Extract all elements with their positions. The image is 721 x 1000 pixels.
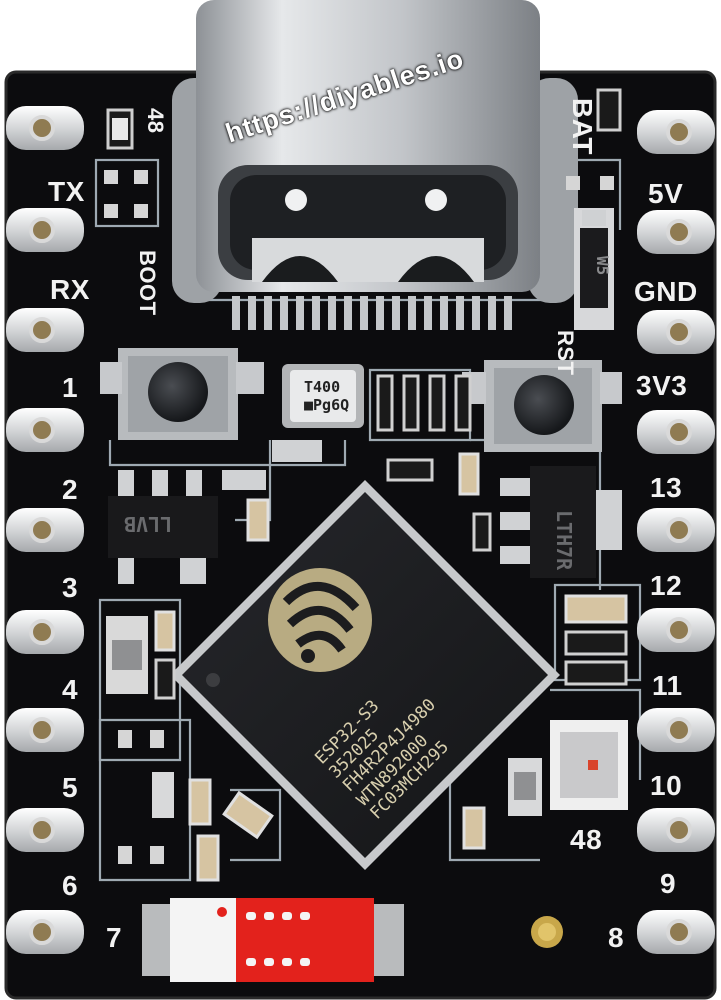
top-right-components: [566, 88, 622, 330]
pin-label-gnd: GND: [634, 276, 698, 307]
left-pad-8: [6, 808, 84, 852]
left-pad-2: [6, 208, 84, 252]
pin-label-3v3: 3V3: [636, 370, 688, 401]
left-pad-3: [6, 308, 84, 352]
top-left-components: [104, 108, 148, 218]
left-edge-pads: [6, 106, 84, 954]
label-top-48: 48: [143, 108, 168, 134]
pin-label-5: 5: [62, 772, 79, 803]
pin-label-4: 4: [62, 674, 79, 705]
right-pad-1: [637, 110, 715, 154]
crystal-marking: T400 ■Pg6Q: [304, 378, 349, 414]
ldo-marking: LTH7R: [552, 510, 576, 571]
bottom-led-connector: [142, 898, 404, 982]
label-rst: RST: [553, 330, 578, 376]
ldo-regulator: [386, 452, 622, 578]
pin-label-3: 3: [62, 572, 79, 603]
left-pad-9: [6, 910, 84, 954]
label-boot: BOOT: [135, 250, 160, 316]
left-pad-7: [6, 708, 84, 752]
voltage-regulator: [108, 440, 322, 584]
boot-button: [100, 348, 264, 440]
pin-label-5v: 5V: [648, 178, 684, 209]
pin-label-12: 12: [650, 570, 683, 601]
right-edge-pads: [637, 110, 715, 954]
crystal: [282, 364, 364, 428]
left-pad-6: [6, 610, 84, 654]
pin-label-9: 9: [660, 868, 677, 899]
left-pad-1: [6, 106, 84, 150]
resistor-array: [376, 374, 472, 432]
left-pad-5: [6, 508, 84, 552]
lower-left-components: [106, 610, 274, 882]
pin-label-1: 1: [62, 372, 79, 403]
right-pad-5: [637, 508, 715, 552]
crystal-line-1: T400: [304, 378, 341, 396]
right-pad-7: [637, 708, 715, 752]
pin-label-tx: TX: [48, 176, 85, 207]
right-pad-6: [637, 608, 715, 652]
right-pad-4: [637, 410, 715, 454]
esp32-s3-chip: [170, 480, 560, 870]
pin-label-rx: RX: [50, 274, 90, 305]
lower-right-components: [462, 594, 628, 948]
pin-label-bat: BAT: [567, 98, 598, 155]
right-pad-9: [637, 910, 715, 954]
pin-label-7: 7: [106, 922, 123, 953]
pin-label-2: 2: [62, 474, 79, 505]
right-pad-3: [637, 310, 715, 354]
left-pad-4: [6, 408, 84, 452]
pin-label-10: 10: [650, 770, 683, 801]
crystal-line-2: ■Pg6Q: [304, 396, 350, 414]
pin-label-13: 13: [650, 472, 683, 503]
regulator-marking: LLVB: [124, 512, 173, 536]
label-led-48: 48: [570, 824, 603, 855]
reset-button: [462, 360, 622, 452]
pin-label-8: 8: [608, 922, 625, 953]
right-pad-8: [637, 808, 715, 852]
pin-label-6: 6: [62, 870, 79, 901]
pin-label-11: 11: [652, 670, 683, 701]
usb-c-connector: [172, 0, 578, 330]
diode-marking: W5: [593, 256, 612, 276]
right-pad-2: [637, 210, 715, 254]
